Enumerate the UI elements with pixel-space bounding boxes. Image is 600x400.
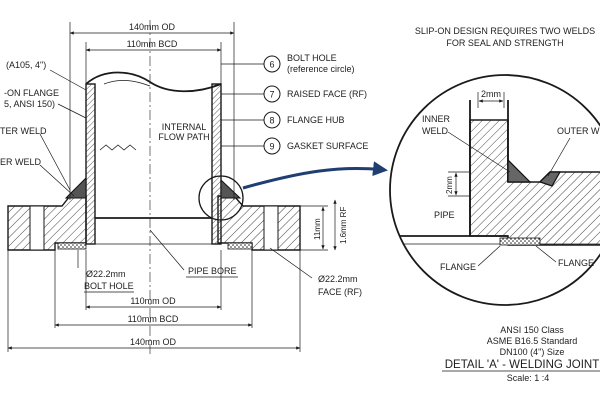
label-inner-weld-main: ER WELD [0,157,42,167]
detail-heading-2: FOR SEAL AND STRENGTH [446,38,563,48]
dim-bcd-top: 110mm BCD [127,39,178,49]
bolt-hole-right [263,205,279,251]
label-flow-path: FLOW PATH [158,132,209,142]
detail-dim-2mm-side: 2mm [445,176,454,194]
detail-pointer-arrow [242,161,388,190]
svg-text:(reference circle): (reference circle) [287,64,355,74]
svg-text:RAISED FACE (RF): RAISED FACE (RF) [287,89,367,99]
raised-face-left [57,242,87,250]
dim-1-6mm-rf: 1.6mm RF [339,207,348,244]
detail-pipe-label: PIPE [434,210,455,220]
dim-11mm: 11mm [313,218,322,240]
pipe-wall-left [85,83,96,245]
label-slip-on-flange-1: -ON FLANGE [4,88,59,98]
callout-9: 9 GASKET SURFACE [221,137,368,155]
detail-dim-2mm-top: 2mm [481,89,501,99]
detail-view: SLIP-ON DESIGN REQUIRES TWO WELDS FOR SE… [389,26,600,306]
label-bolt-hole: BOLT HOLE [84,281,134,291]
dim-od-110: 110mm OD [130,296,176,306]
svg-text:9: 9 [269,142,274,152]
label-bolt-hole-dia: Ø22.2mm [86,269,126,279]
flow-path-line [99,144,137,151]
raised-face-right [227,242,253,250]
callout-8: 8 FLANGE HUB [221,111,345,129]
dim-od-top: 140mm OD [129,22,176,32]
dim-bcd-110: 110mm BCD [128,314,179,324]
title-standard: ASME B16.5 Standard [487,336,578,346]
detail-inner-weld [507,158,532,183]
dim-od-140: 140mm OD [130,337,177,347]
detail-outer-weld-label: OUTER WEL [557,126,600,136]
detail-raised-face [499,237,541,246]
label-internal: INTERNAL [162,122,207,132]
title-size: DN100 (4") Size [500,347,565,357]
svg-text:7: 7 [269,90,274,100]
title-block: ANSI 150 Class ASME B16.5 Standard DN100… [442,325,600,383]
label-outer-weld-main: TER WELD [0,126,47,136]
inner-weld-main [220,178,242,199]
detail-flange-label-right: FLANGE [558,258,594,268]
callout-7: 7 RAISED FACE (RF) [221,85,367,103]
main-section-view: 140mm OD 110mm BCD (A105, 4") -ON FLANGE… [0,20,368,355]
svg-text:6: 6 [269,60,274,70]
label-face-rf: FACE (RF) [318,287,362,297]
detail-inner-weld-label-2: WELD [422,126,449,136]
detail-flange-body [469,119,600,246]
svg-text:BOLT HOLE: BOLT HOLE [287,53,337,63]
label-slip-on-flange-2: 5, ANSI 150) [4,99,55,109]
svg-text:FLANGE HUB: FLANGE HUB [287,115,345,125]
svg-text:GASKET SURFACE: GASKET SURFACE [287,141,368,151]
detail-outer-weld [538,171,562,187]
detail-inner-weld-label-1: INNER [422,114,451,124]
callout-6: 6 BOLT HOLE (reference circle) [221,53,355,74]
flange-body-left [7,195,87,251]
detail-heading-1: SLIP-ON DESIGN REQUIRES TWO WELDS [415,26,595,36]
title-class: ANSI 150 Class [500,325,564,335]
svg-text:8: 8 [269,116,274,126]
detail-flange-label-left: FLANGE [440,262,476,272]
label-pipe-bore: PIPE BORE [188,266,237,276]
label-material: (A105, 4") [6,60,46,70]
title-scale: Scale: 1 :4 [507,373,550,383]
detail-frame-circle [389,74,600,306]
bolt-hole-left [29,205,45,251]
detail-a-circle [198,175,244,221]
label-face-dia: Ø22.2mm [318,274,358,284]
title-main: DETAIL 'A' - WELDING JOINT [445,359,600,371]
flange-body-right [217,195,301,251]
